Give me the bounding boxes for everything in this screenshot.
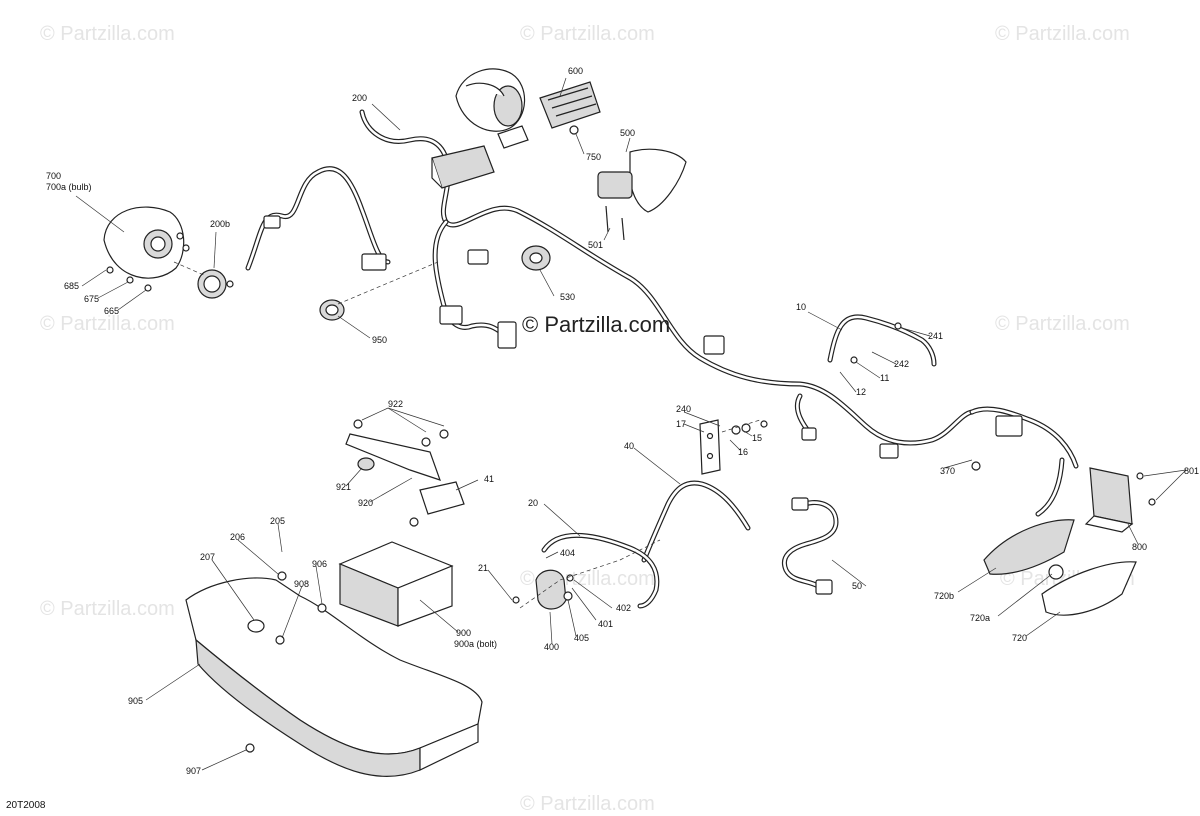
callout-402: 402 xyxy=(616,603,631,613)
callout-700a: 700a (bulb) xyxy=(46,182,92,192)
callout-20: 20 xyxy=(528,498,538,508)
watermark: © Partzilla.com xyxy=(520,23,655,45)
voltage-regulator xyxy=(971,461,1156,533)
callout-15: 15 xyxy=(752,433,762,443)
callout-242: 242 xyxy=(894,359,909,369)
callout-750: 750 xyxy=(586,152,601,162)
callout-908: 908 xyxy=(294,579,309,589)
callout-200: 200 xyxy=(352,93,367,103)
battery-tray xyxy=(185,571,483,777)
callout-labels: 200 600 750 500 501 700 700a (bulb) 200b… xyxy=(46,66,1199,776)
socket-200b xyxy=(197,269,234,299)
diagram-code: 20T2008 xyxy=(6,800,46,811)
watermark: © Partzilla.com xyxy=(40,23,175,45)
callout-50: 50 xyxy=(852,581,862,591)
callout-17: 17 xyxy=(676,419,686,429)
callout-905: 905 xyxy=(128,696,143,706)
callout-240: 240 xyxy=(676,404,691,414)
callout-720b: 720b xyxy=(934,591,954,601)
callout-404: 404 xyxy=(560,548,575,558)
callout-685: 685 xyxy=(64,281,79,291)
watermark-group: © Partzilla.com © Partzilla.com © Partzi… xyxy=(40,23,1135,815)
callout-241: 241 xyxy=(928,331,943,341)
side-light-700 xyxy=(103,206,190,292)
switch-assembly xyxy=(597,148,687,241)
callout-530: 530 xyxy=(560,292,575,302)
tail-light xyxy=(983,519,1137,616)
battery-bracket xyxy=(345,419,465,527)
callout-600: 600 xyxy=(568,66,583,76)
callout-10: 10 xyxy=(796,302,806,312)
callout-900: 900 xyxy=(456,628,471,638)
callout-801: 801 xyxy=(1184,466,1199,476)
watermark: © Partzilla.com xyxy=(995,313,1130,335)
ignition-530 xyxy=(521,245,551,271)
callout-800: 800 xyxy=(1132,542,1147,552)
callout-206: 206 xyxy=(230,532,245,542)
callout-21: 21 xyxy=(478,563,488,573)
callout-405: 405 xyxy=(574,633,589,643)
callout-16: 16 xyxy=(738,447,748,457)
wiring-harness xyxy=(245,109,1079,517)
callout-205: 205 xyxy=(270,516,285,526)
leader-lines xyxy=(75,77,1187,771)
callout-370: 370 xyxy=(940,466,955,476)
callout-401: 401 xyxy=(598,619,613,629)
harness-10 xyxy=(827,314,937,367)
solenoid-400 xyxy=(512,569,574,610)
dashed-guides xyxy=(173,261,761,609)
watermark: © Partzilla.com xyxy=(520,793,655,815)
callout-665: 665 xyxy=(104,306,119,316)
cable-20 xyxy=(541,532,660,609)
center-watermark: © Partzilla.com xyxy=(522,312,670,337)
bracket-17 xyxy=(699,419,768,475)
callout-900a: 900a (bolt) xyxy=(454,639,497,649)
callout-922: 922 xyxy=(388,399,403,409)
callout-675: 675 xyxy=(84,294,99,304)
callout-501: 501 xyxy=(588,240,603,250)
callout-500: 500 xyxy=(620,128,635,138)
callout-40: 40 xyxy=(624,441,634,451)
harness-50 xyxy=(782,497,839,595)
watermark: © Partzilla.com xyxy=(40,313,175,335)
watermark: © Partzilla.com xyxy=(40,598,175,620)
callout-950: 950 xyxy=(372,335,387,345)
power-socket-950 xyxy=(319,299,345,321)
callout-12: 12 xyxy=(856,387,866,397)
callout-400: 400 xyxy=(544,642,559,652)
battery xyxy=(338,541,454,627)
callout-700: 700 xyxy=(46,171,61,181)
callout-906: 906 xyxy=(312,559,327,569)
callout-920: 920 xyxy=(358,498,373,508)
callout-41: 41 xyxy=(484,474,494,484)
ecu-module xyxy=(497,81,601,149)
callout-200b: 200b xyxy=(210,219,230,229)
headlight-assembly xyxy=(455,68,526,132)
callout-720: 720 xyxy=(1012,633,1027,643)
callout-720a: 720a xyxy=(970,613,990,623)
cable-40 xyxy=(641,480,751,563)
callout-11: 11 xyxy=(880,373,889,383)
callout-907: 907 xyxy=(186,766,201,776)
watermark: © Partzilla.com xyxy=(995,23,1130,45)
callout-207: 207 xyxy=(200,552,215,562)
callout-921: 921 xyxy=(336,482,351,492)
